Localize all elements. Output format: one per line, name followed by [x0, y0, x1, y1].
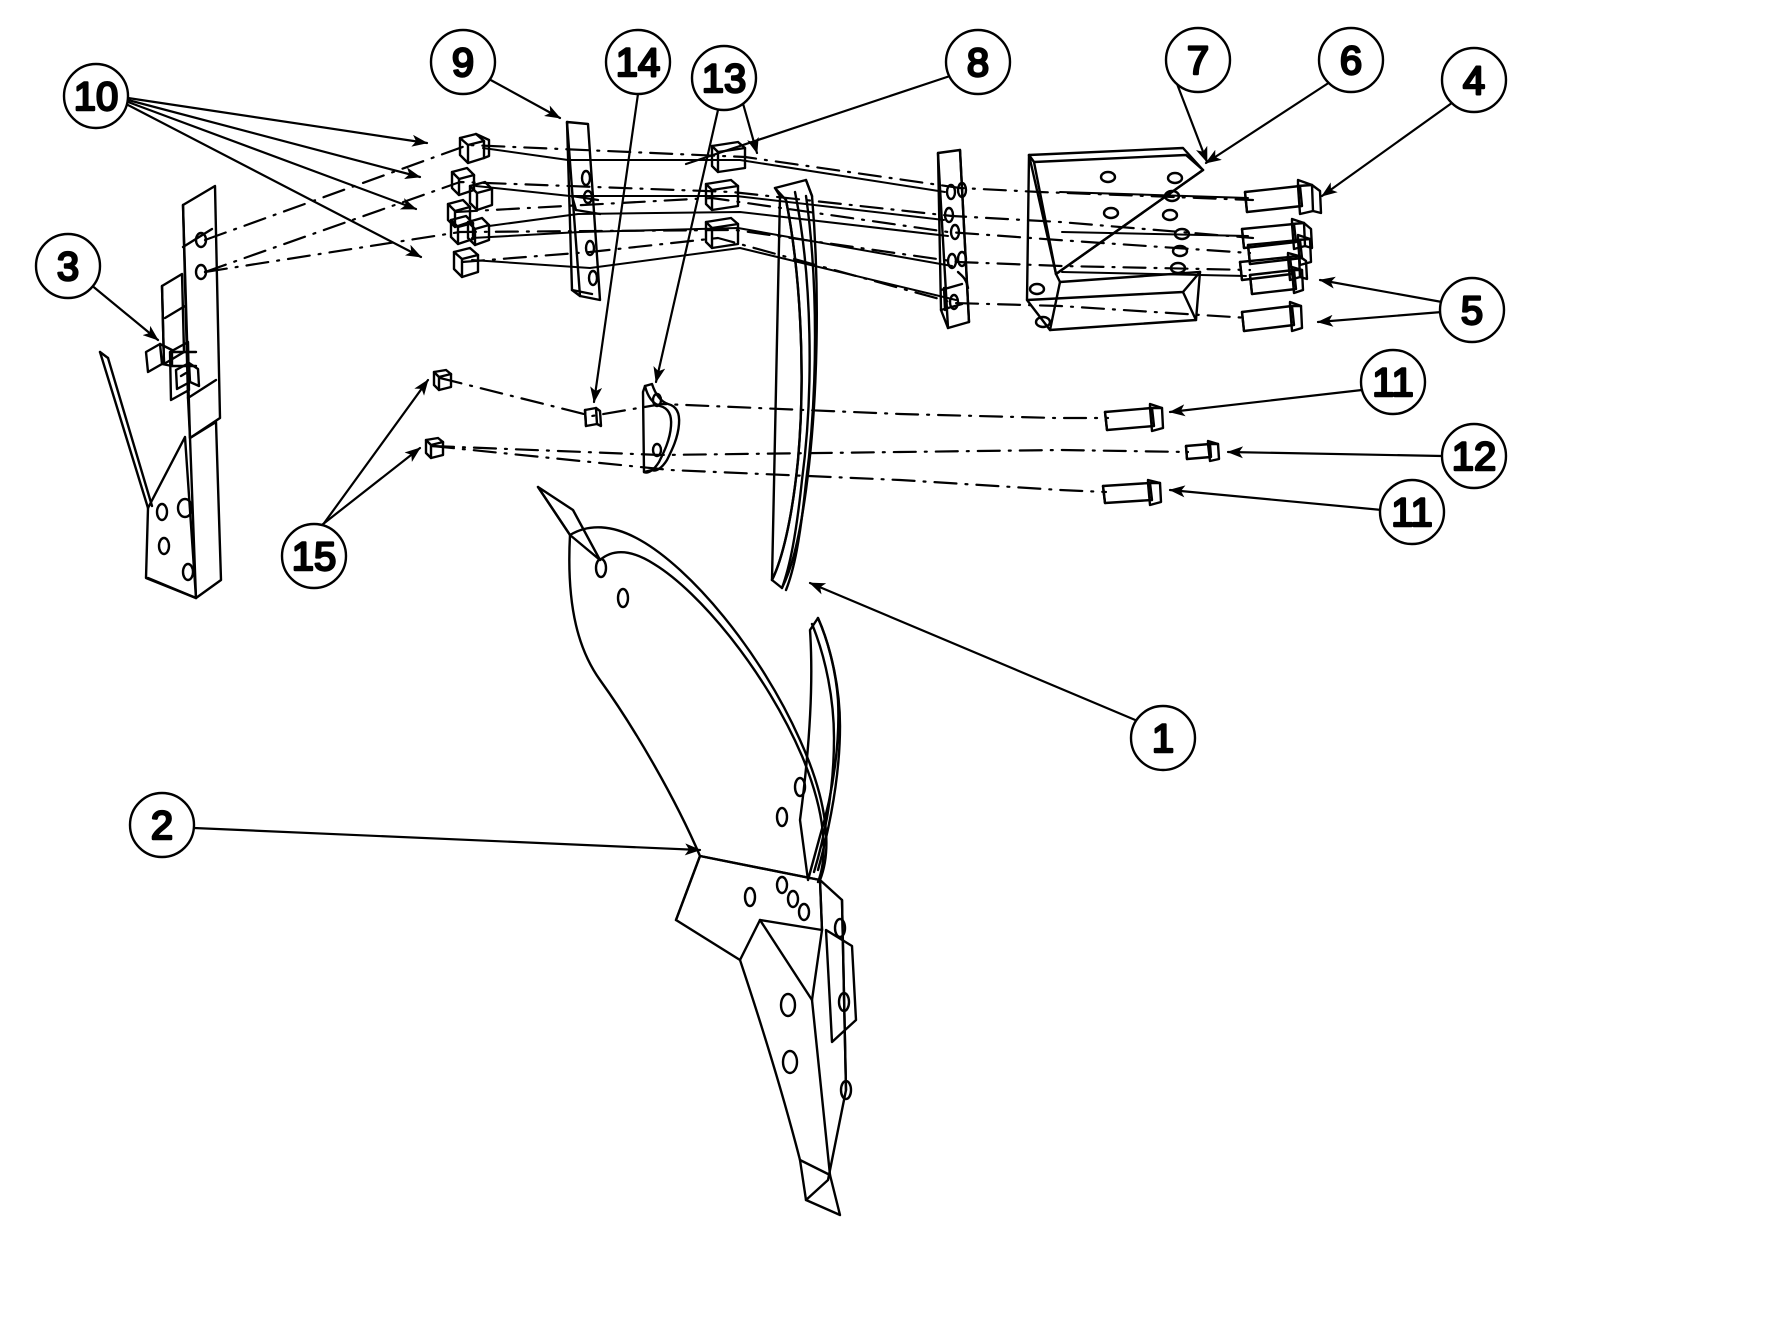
callout-7-mounting-bracket[interactable]: 7 [1164, 26, 1232, 94]
callout-14-shim[interactable]: 14 [604, 28, 672, 96]
part-hex-bolt-12 [1184, 439, 1221, 463]
callout-6-hex-bolt[interactable]: 6 [1317, 26, 1385, 94]
projection-lines [471, 147, 1249, 301]
callout-11-hex-bolt-upper[interactable]: 11 [1359, 348, 1427, 416]
part-hex-bolt-5-c [1240, 300, 1304, 333]
part-spacer-13-c [704, 216, 740, 250]
part-landside-lower [798, 616, 858, 1202]
part-hex-nut-15-a [432, 368, 453, 392]
part-spacer-13-b [704, 178, 740, 212]
callout-6-label: 6 [1340, 39, 1362, 83]
callout-15-label: 15 [292, 535, 337, 579]
part-spacer-13-a [710, 140, 747, 174]
part-side-bracket-plate-8 [936, 148, 971, 330]
part-plowshare-2 [536, 485, 842, 1217]
callout-3-shin-clamp[interactable]: 3 [34, 232, 102, 300]
callout-9-label: 9 [452, 41, 474, 85]
part-hex-bolt-11-lower [1101, 478, 1163, 507]
part-shim-plate-14 [583, 406, 603, 428]
callout-8-label: 8 [967, 41, 989, 85]
callout-5-hex-bolt[interactable]: 5 [1438, 276, 1506, 344]
part-hex-nut-10-b [450, 166, 494, 212]
callout-8-bracket-plate[interactable]: 8 [944, 28, 1012, 96]
callout-13-label: 13 [702, 57, 747, 101]
callout-14-label: 14 [616, 41, 661, 85]
callout-4-hex-bolt[interactable]: 4 [1440, 46, 1508, 114]
centerline-group [203, 143, 1255, 494]
part-hex-bolt-11-upper [1103, 402, 1165, 433]
callout-10-hex-nut[interactable]: 10 [62, 62, 130, 130]
callout-11-hex-bolt-lower[interactable]: 11 [1378, 478, 1446, 546]
callout-1-label: 1 [1152, 717, 1174, 761]
callout-10-label: 10 [74, 75, 119, 119]
part-hex-bolt-5-b [1248, 265, 1305, 296]
part-link-plate-13 [641, 382, 681, 474]
callout-12-hex-bolt[interactable]: 12 [1440, 422, 1508, 490]
callout-5-label: 5 [1461, 289, 1483, 333]
part-hex-bolt-4 [1243, 178, 1323, 216]
callout-balloons[interactable]: 10 9 14 13 8 [34, 26, 1508, 859]
callout-7-label: 7 [1187, 39, 1209, 83]
callout-4-label: 4 [1463, 59, 1485, 103]
callout-11-upper-label: 11 [1372, 361, 1414, 405]
callout-13-spacer[interactable]: 13 [690, 44, 758, 112]
part-mounting-bracket-7 [1025, 146, 1205, 332]
leader-lines [88, 74, 1458, 856]
part-hex-nut-10-a [458, 132, 491, 165]
callout-2-label: 2 [151, 804, 173, 848]
callout-3-label: 3 [57, 245, 79, 289]
callout-9-frog-plate[interactable]: 9 [429, 28, 497, 96]
callout-15-hex-nut[interactable]: 15 [280, 522, 348, 590]
part-frog-support-plate [565, 120, 602, 302]
callout-1-moldboard[interactable]: 1 [1129, 704, 1197, 772]
callout-2-plowshare[interactable]: 2 [128, 791, 196, 859]
part-shin-clamp-assembly [98, 184, 223, 600]
callout-12-label: 12 [1452, 435, 1497, 479]
callout-11-lower-label: 11 [1391, 491, 1433, 535]
part-hex-nut-15-b [424, 436, 445, 460]
